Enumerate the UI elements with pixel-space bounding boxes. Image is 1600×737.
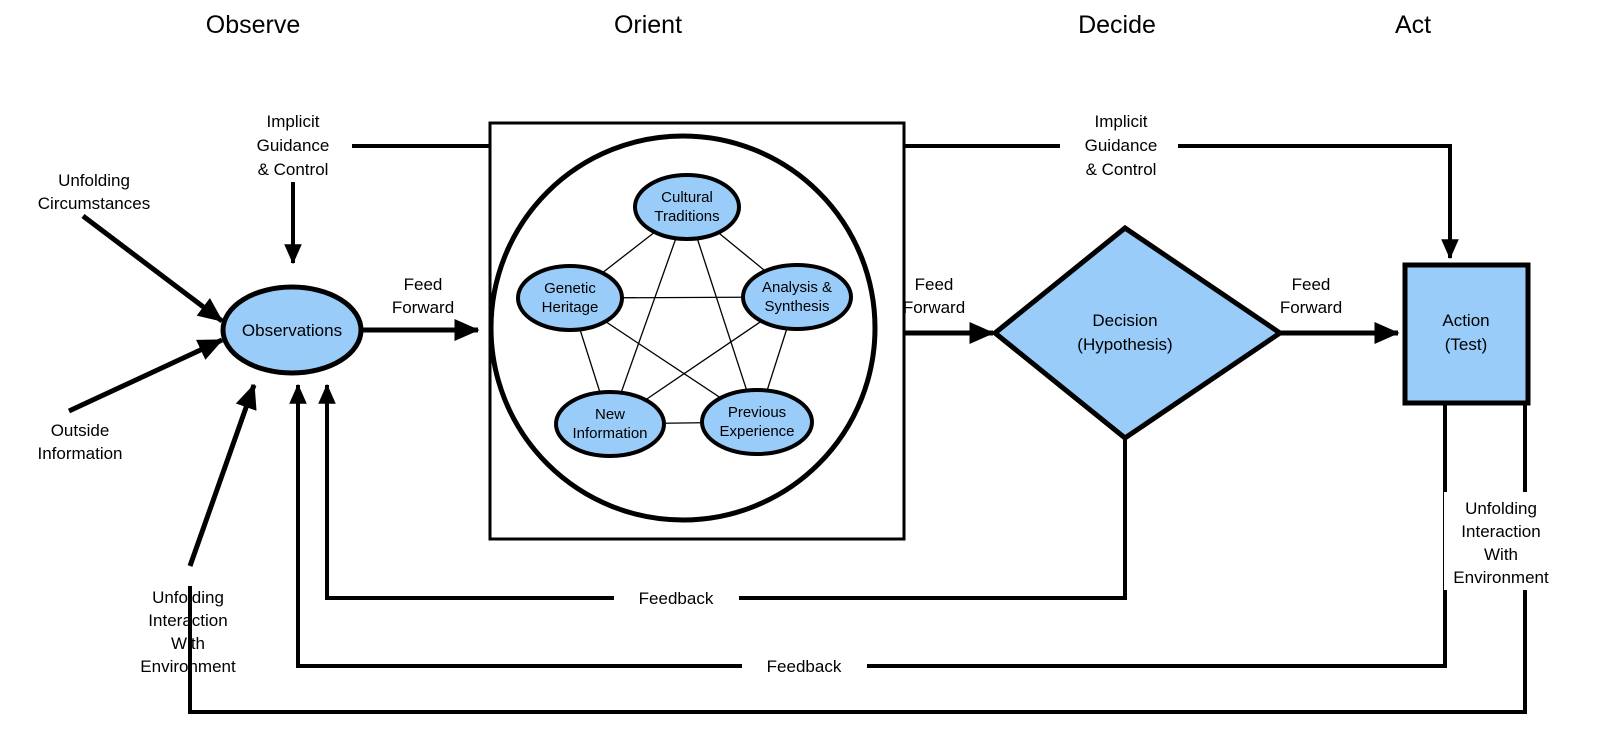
action-label-line1: Action: [1442, 311, 1489, 330]
unfolding-interaction-right-mask: [1444, 492, 1590, 590]
orient-node-analysis-synthesis: Analysis & Synthesis: [741, 263, 853, 331]
feed-forward-3-label-line1: Feed: [1292, 275, 1331, 294]
feedback-upper-mask: [614, 578, 739, 618]
unfolding-circumstances-arrow: [81, 214, 224, 323]
analysis-synthesis-label-line2: Synthesis: [764, 298, 829, 315]
new-information-label-line1: New: [595, 406, 625, 423]
orient-node-previous-experience: Previous Experience: [700, 388, 814, 456]
feedback-lower-path: [289, 383, 1447, 668]
action-label-line2: (Test): [1445, 335, 1488, 354]
decision-label-line2: (Hypothesis): [1077, 335, 1172, 354]
previous-experience-label-line1: Previous: [728, 404, 786, 421]
new-information-label-line2: Information: [572, 425, 647, 442]
label-mask-left: [236, 110, 352, 182]
action-node: Action (Test): [1402, 262, 1531, 406]
decision-label-line1: Decision: [1092, 311, 1157, 330]
orient-circle: [488, 133, 878, 523]
implicit-guidance-right-label-line1: Implicit: [1095, 112, 1148, 131]
orient-node-genetic-heritage: Genetic Heritage: [516, 264, 624, 332]
unfolding-interaction-right-label-line3: With: [1484, 545, 1518, 564]
outside-information-arrow: [67, 337, 224, 414]
feedback-lower-label: Feedback: [767, 657, 842, 676]
cultural-traditions-label-line2: Traditions: [654, 208, 719, 225]
implicit-guidance-right-label-line2: Guidance: [1085, 136, 1158, 155]
orient-node-cultural-traditions: Cultural Traditions: [633, 173, 741, 241]
implicit-guidance-left-text1: Implicit: [267, 112, 320, 131]
label-mask-right: [1060, 110, 1178, 182]
observations-node: Observations: [220, 284, 364, 376]
unfolding-circumstances-label-line1: Unfolding: [58, 171, 130, 190]
feed-forward-1-label-line2: Forward: [392, 298, 454, 317]
feed-forward-2-label-line2: Forward: [903, 298, 965, 317]
feed-forward-1-label-line1: Feed: [404, 275, 443, 294]
outside-information-label-line1: Outside: [51, 421, 110, 440]
phase-title-act: Act: [1395, 11, 1431, 39]
genetic-heritage-label-line1: Genetic: [544, 280, 596, 297]
unfolding-interaction-right-label-line2: Interaction: [1461, 522, 1540, 541]
feed-forward-2-label-line1: Feed: [915, 275, 954, 294]
analysis-synthesis-label-line1: Analysis &: [762, 279, 832, 296]
feed-forward-3-label-line2: Forward: [1280, 298, 1342, 317]
orient-container: Cultural Traditions Genetic Heritage Ana…: [488, 121, 906, 541]
phase-title-decide: Decide: [1078, 11, 1156, 39]
phase-title-orient: Orient: [614, 11, 682, 39]
previous-experience-label-line2: Experience: [719, 423, 794, 440]
feedback-lower-mask: [742, 646, 867, 686]
feedback-upper-label: Feedback: [639, 589, 714, 608]
unfolding-interaction-right-label-line1: Unfolding: [1465, 499, 1537, 518]
genetic-heritage-label-line2: Heritage: [542, 299, 599, 316]
implicit-guidance-left-text3: & Control: [258, 160, 329, 179]
observations-label: Observations: [242, 321, 342, 340]
cultural-traditions-label-line1: Cultural: [661, 189, 713, 206]
unfolding-circumstances-label-line2: Circumstances: [38, 194, 150, 213]
decision-node: Decision (Hypothesis): [991, 224, 1285, 442]
implicit-guidance-left-text2: Guidance: [257, 136, 330, 155]
phase-title-observe: Observe: [206, 11, 300, 39]
outside-information-label-line2: Information: [37, 444, 122, 463]
orient-node-new-information: New Information: [554, 390, 666, 458]
implicit-guidance-right-label-line3: & Control: [1086, 160, 1157, 179]
unfolding-interaction-left-arrow: [187, 383, 257, 567]
unfolding-interaction-right-label-line4: Environment: [1453, 568, 1549, 587]
